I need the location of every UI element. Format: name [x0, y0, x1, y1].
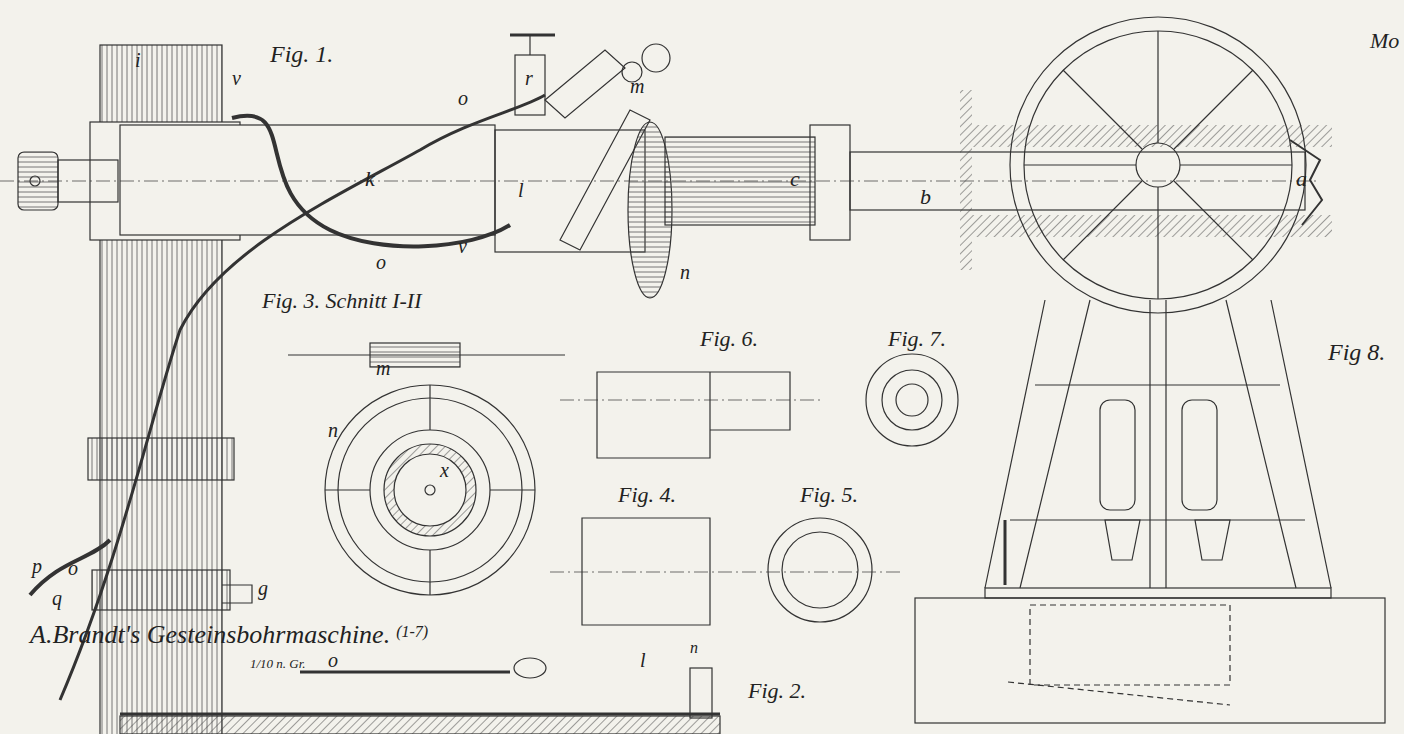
part-letter: b: [920, 186, 931, 208]
figure-label: Fig. 4.: [618, 484, 676, 506]
part-letter: x: [440, 460, 449, 480]
part-letter: o: [68, 558, 78, 578]
part-letter: v: [232, 68, 241, 88]
part-letter: l: [640, 650, 646, 670]
part-letter: k: [365, 168, 375, 190]
part-letter: o: [458, 88, 468, 108]
part-letter: m: [376, 358, 390, 378]
figure-label: Fig. 6.: [700, 328, 758, 350]
figure-label: Fig. 2.: [748, 680, 806, 702]
part-letter: n: [680, 262, 690, 282]
part-letter: r: [525, 68, 533, 88]
part-letter: p: [32, 556, 42, 576]
figure-label: Fig 8.: [1328, 340, 1385, 364]
part-letter: o: [328, 650, 338, 670]
part-letter: n: [690, 640, 698, 656]
part-letter: o: [376, 252, 386, 272]
part-letter: v: [458, 236, 467, 256]
part-letter: n: [328, 420, 338, 440]
figure-label: Fig. 1.: [270, 42, 333, 66]
part-letter: g: [258, 578, 268, 598]
part-letter: i: [135, 50, 141, 70]
part-letter: l: [518, 180, 524, 200]
part-letter: q: [52, 588, 62, 608]
figure-label: 1/10 n. Gr.: [250, 657, 306, 670]
figure-label: Fig. 5.: [800, 484, 858, 506]
part-letter: Mo: [1370, 30, 1399, 52]
figure-label: Fig. 7.: [888, 328, 946, 350]
figure-label: (1-7): [396, 624, 428, 640]
figure-label: Fig. 3. Schnitt I-II: [262, 290, 421, 312]
part-letter: c: [790, 168, 800, 190]
plate-title: A.Brandt's Gesteinsbohrmaschine.: [30, 622, 390, 648]
part-letter: a: [1296, 168, 1307, 190]
part-letter: m: [630, 76, 644, 96]
